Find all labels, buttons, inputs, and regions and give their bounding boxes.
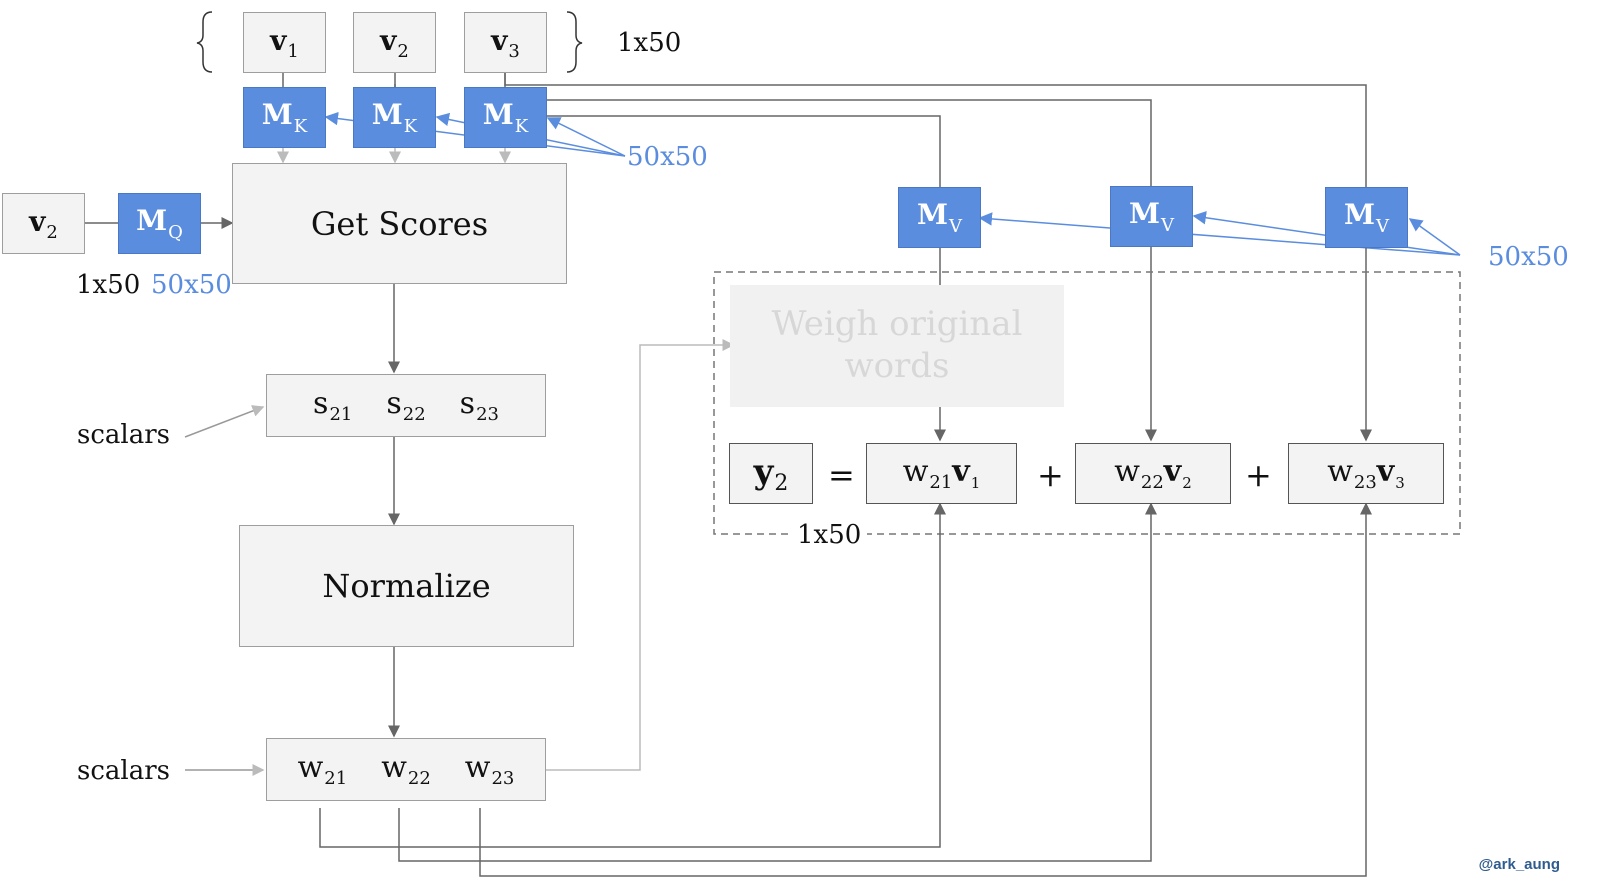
weights-box: w21 w22 w23 bbox=[266, 738, 546, 801]
key-matrix-1: MK bbox=[243, 87, 326, 148]
scores-box: s21 s22 s23 bbox=[266, 374, 546, 437]
input-vector-1: v1 bbox=[243, 12, 326, 73]
value-matrix-2: MV bbox=[1110, 186, 1193, 247]
score-21: s21 bbox=[313, 386, 353, 425]
query-matrix-dim-label: 50x50 bbox=[151, 270, 232, 300]
input-vector-2: v2 bbox=[353, 12, 436, 73]
get-scores-box: Get Scores bbox=[232, 163, 567, 284]
output-dim-label: 1x50 bbox=[791, 520, 868, 550]
weight-23: w23 bbox=[464, 750, 515, 789]
weigh-original-words-box: Weigh original words bbox=[730, 285, 1064, 407]
scalars-label-weights: scalars bbox=[77, 756, 170, 786]
query-matrix: MQ bbox=[118, 193, 201, 254]
weighted-term-3: w23v3 bbox=[1288, 443, 1444, 504]
weighted-term-1: w21v1 bbox=[866, 443, 1017, 504]
query-vector: v2 bbox=[2, 193, 85, 254]
key-matrix-2: MK bbox=[353, 87, 436, 148]
weight-22: w22 bbox=[381, 750, 431, 789]
key-matrix-dim-label: 50x50 bbox=[627, 142, 708, 172]
input-dim-label: 1x50 bbox=[617, 28, 682, 58]
weigh-region bbox=[713, 271, 1461, 535]
credit: @ark_aung bbox=[1478, 856, 1560, 873]
weight-21: w21 bbox=[297, 750, 348, 789]
key-matrix-3: MK bbox=[464, 87, 547, 148]
value-matrix-dim-label: 50x50 bbox=[1488, 242, 1569, 272]
right-brace bbox=[566, 11, 583, 73]
plus-sign-2: + bbox=[1245, 456, 1272, 494]
weighted-term-2: w22v2 bbox=[1075, 443, 1231, 504]
scalars-label-scores: scalars bbox=[77, 420, 170, 450]
plus-sign-1: + bbox=[1037, 456, 1064, 494]
query-dim-label: 1x50 bbox=[76, 270, 141, 300]
output-vector: y2 bbox=[729, 443, 813, 504]
score-23: s23 bbox=[459, 386, 499, 425]
value-matrix-3: MV bbox=[1325, 187, 1408, 248]
input-vector-3: v3 bbox=[464, 12, 547, 73]
normalize-box: Normalize bbox=[239, 525, 574, 647]
score-22: s22 bbox=[386, 386, 426, 425]
left-brace bbox=[196, 11, 213, 73]
value-matrix-1: MV bbox=[898, 187, 981, 248]
equals-sign: = bbox=[828, 456, 855, 494]
